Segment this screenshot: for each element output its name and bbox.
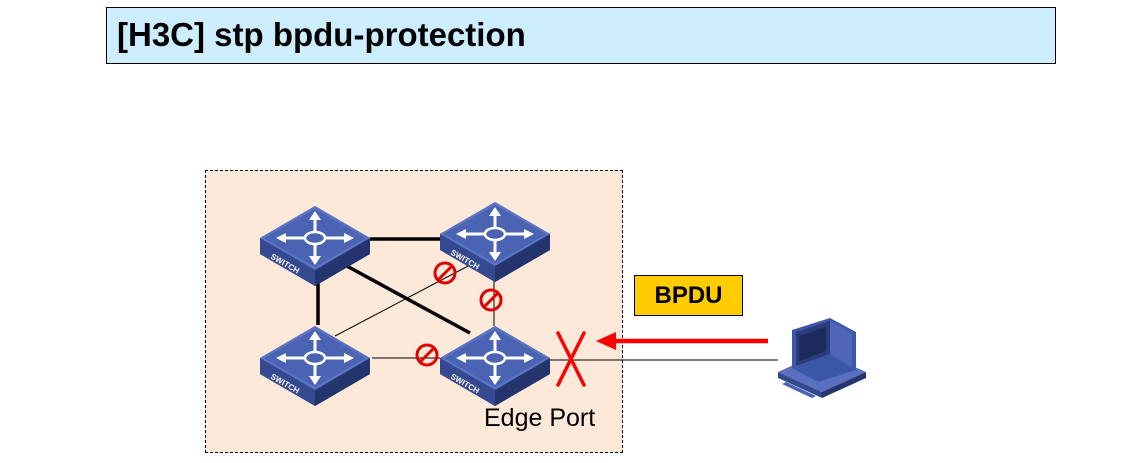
command-banner: [H3C] stp bpdu-protection (106, 7, 1056, 64)
blocked-port-icon (433, 261, 457, 285)
red-arrow-icon (596, 332, 768, 350)
link-sw1-sw4 (344, 263, 471, 335)
blocked-port-icon (479, 288, 503, 312)
switch-top-left: SWITCH (258, 204, 372, 288)
stp-network-zone (205, 170, 623, 453)
edge-port-label: Edge Port (484, 404, 596, 432)
switch-bottom-right: SWITCH (438, 324, 552, 408)
link-sw2-sw3 (334, 264, 471, 337)
command-text: [H3C] stp bpdu-protection (117, 16, 526, 53)
computer-icon (778, 318, 866, 398)
red-x-icon (556, 331, 586, 387)
blocked-port-icon (415, 343, 439, 367)
switch-bottom-left: SWITCH (258, 324, 372, 408)
switch-top-right: SWITCH (438, 200, 552, 284)
bpdu-label: BPDU (634, 275, 743, 316)
